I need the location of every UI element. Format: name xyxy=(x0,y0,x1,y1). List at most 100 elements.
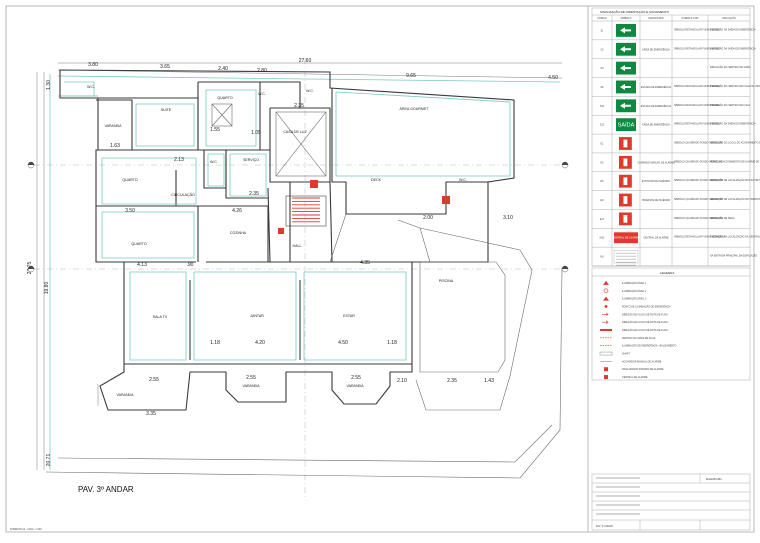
dimension-label: 2.40 xyxy=(218,66,228,72)
grid-axes xyxy=(34,58,562,500)
legend-item-label: DIREÇÃO DE FLUXO DE ROTA DE FUGA xyxy=(622,321,668,324)
dimension-label: 3.10 xyxy=(503,215,513,221)
legend-item-label: SHAFT xyxy=(622,353,630,356)
signage-meaning: EXTINTOR DE INCÊNDIO xyxy=(642,180,671,183)
room-label: W.C. xyxy=(459,178,467,182)
dimension-label: .90 xyxy=(187,262,194,268)
signage-code: S11 xyxy=(600,105,605,108)
equipment-glyph xyxy=(623,139,628,148)
legend-item-label: ACIONADOR MANUAL DE ALARME xyxy=(622,360,662,363)
dimension-label: 1.55 xyxy=(210,127,220,133)
dimension-label: 19.80 xyxy=(44,282,50,295)
alarm-central-sign-icon xyxy=(614,232,638,244)
signage-code: E1 xyxy=(601,143,605,146)
equipment-glyph xyxy=(623,158,628,167)
grid-marker-fill xyxy=(562,266,568,269)
signage-table-title: SINALIZAÇÃO DE ORIENTAÇÃO E SALVAMENTO xyxy=(600,9,670,14)
legend-item-label: SINALIZADOR SONORO DE ALARME xyxy=(622,368,664,371)
dimension-label: 4.50 xyxy=(338,340,348,346)
signage-table: SINALIZAÇÃO DE ORIENTAÇÃO E SALVAMENTO C… xyxy=(591,7,760,267)
signage-meaning: COMANDO MANUAL DE ALARME xyxy=(637,161,675,164)
room-label: SUITE xyxy=(161,108,172,112)
room-label: QUARTO xyxy=(217,96,232,100)
arrow-icon xyxy=(620,83,631,90)
signage-meaning: ESCADA DE EMERGÊNCIA xyxy=(641,86,672,89)
signage-code: E5 xyxy=(601,180,605,183)
signage-code: E2 xyxy=(601,161,605,164)
light-triangle-icon xyxy=(603,280,609,285)
signage-header: CÓDIGO xyxy=(597,17,607,20)
dimension-label: 2.13 xyxy=(174,157,184,163)
signage-code: S3 xyxy=(601,67,605,70)
signage-application: INDICAÇÃO DO SENTIDO DE FUGA xyxy=(710,104,751,107)
grid-markers xyxy=(27,161,569,273)
alarm-square-icon xyxy=(604,367,608,372)
room-label: W.C. xyxy=(87,85,95,89)
grid-marker-fill xyxy=(28,266,34,269)
flow-arrow-icon xyxy=(602,312,609,317)
legend-item-label: CENTRAL DE ALARME xyxy=(622,376,648,379)
dimension-label: 3.80 xyxy=(88,62,98,68)
floor-title: PAV. 3º ANDAR xyxy=(78,485,134,494)
signage-code: S1 xyxy=(601,29,605,32)
legend-item-label: ILUMINAÇÃO DE EMERGÊNCIA - BALIZAMENTO xyxy=(622,345,677,348)
room-label: W.C. xyxy=(258,92,266,96)
signage-code: M12 xyxy=(600,237,605,240)
dimension-label: 1.18 xyxy=(387,340,397,346)
alarm-square-icon xyxy=(604,375,608,380)
room-labels: W.C. SUITE VARANDA QUARTO W.C. W.C. ÁREA GOURM… xyxy=(87,85,467,397)
interior-walls xyxy=(96,81,412,365)
equipment-glyph xyxy=(623,215,628,223)
signage-code: S2 xyxy=(601,48,605,51)
room-label: VARANDA xyxy=(346,384,364,388)
hydrant-marker xyxy=(310,180,318,188)
signage-description: SÍMBOLO RETANGULAR FUNDO VERDE xyxy=(674,104,720,107)
legend-item-label: ILUMINAÇÃO NÍVEL 3 xyxy=(622,298,647,301)
room-label: JANTAR xyxy=(250,314,264,318)
room-label: PISCINA xyxy=(439,279,454,283)
room-label: VARANDA xyxy=(104,124,122,128)
dimension-label: 2.10 xyxy=(397,378,407,384)
site-boundary xyxy=(45,74,563,479)
light-triangle-icon xyxy=(603,296,609,301)
room-label: HALL xyxy=(293,244,302,248)
equipment-glyph xyxy=(623,177,628,186)
arrow-icon xyxy=(620,102,631,109)
exit-sign-icon xyxy=(616,118,636,132)
signage-meaning: SAÍDA DE EMERGÊNCIA xyxy=(642,124,670,127)
room-label: DECK xyxy=(371,178,382,182)
light-point-icon xyxy=(604,305,608,308)
legend-item-label: ILUMINAÇÃO NÍVEL 1 xyxy=(622,282,647,285)
legend-item-label: DIREÇÃO DE FLUXO DE ROTA DE FUGA xyxy=(622,329,668,332)
sheet-reference: FORMATO A1 - 1/100 - 1:100 xyxy=(10,528,42,531)
signage-application: INDICAÇÃO DO SENTIDO DE SAÍDA xyxy=(710,66,751,69)
extinguisher-marker xyxy=(278,228,284,234)
room-label: VARANDA xyxy=(116,393,134,397)
light-circle-icon xyxy=(603,288,609,294)
dimension-label: 20.71 xyxy=(46,454,52,467)
dimension-label: 1.18 xyxy=(210,340,220,346)
dimension-label: 2.35 xyxy=(294,103,304,109)
dimension-label: 1.30 xyxy=(46,80,52,90)
dimension-label: 4.50 xyxy=(548,75,558,81)
grid-marker-fill xyxy=(562,162,568,165)
room-label: SERVIÇO xyxy=(243,158,259,162)
flow-bar-icon xyxy=(600,329,612,331)
title-block-engineering: ENGENHARIA xyxy=(706,478,722,481)
signage-description: SÍMBOLO RETANGULAR FUNDO VERMELHO xyxy=(674,236,725,239)
room-label: ÁREA GOURMET xyxy=(400,107,430,111)
signage-description: SÍMBOLO RETANGULAR FUNDO VERDE xyxy=(674,85,720,88)
dimension-label: 4.35 xyxy=(360,260,370,266)
room-label: CIRCULAÇÃO xyxy=(171,192,195,197)
dimension-label: 2.80 xyxy=(257,68,267,74)
signage-symbol-label: SAÍDA xyxy=(618,122,635,129)
signage-code: E17 xyxy=(600,218,605,221)
signage-code: E8 xyxy=(601,199,605,202)
signage-application: INDICAÇÃO DE LOCALIZAÇÃO DO HIDRANTE xyxy=(710,198,760,201)
signage-application: INDICAÇÃO DE ÁREA xyxy=(710,217,735,220)
dimension-label: 2.00 xyxy=(423,215,433,221)
signage-header: APLICAÇÃO xyxy=(722,17,736,20)
dimension-label: 1.05 xyxy=(251,130,261,136)
